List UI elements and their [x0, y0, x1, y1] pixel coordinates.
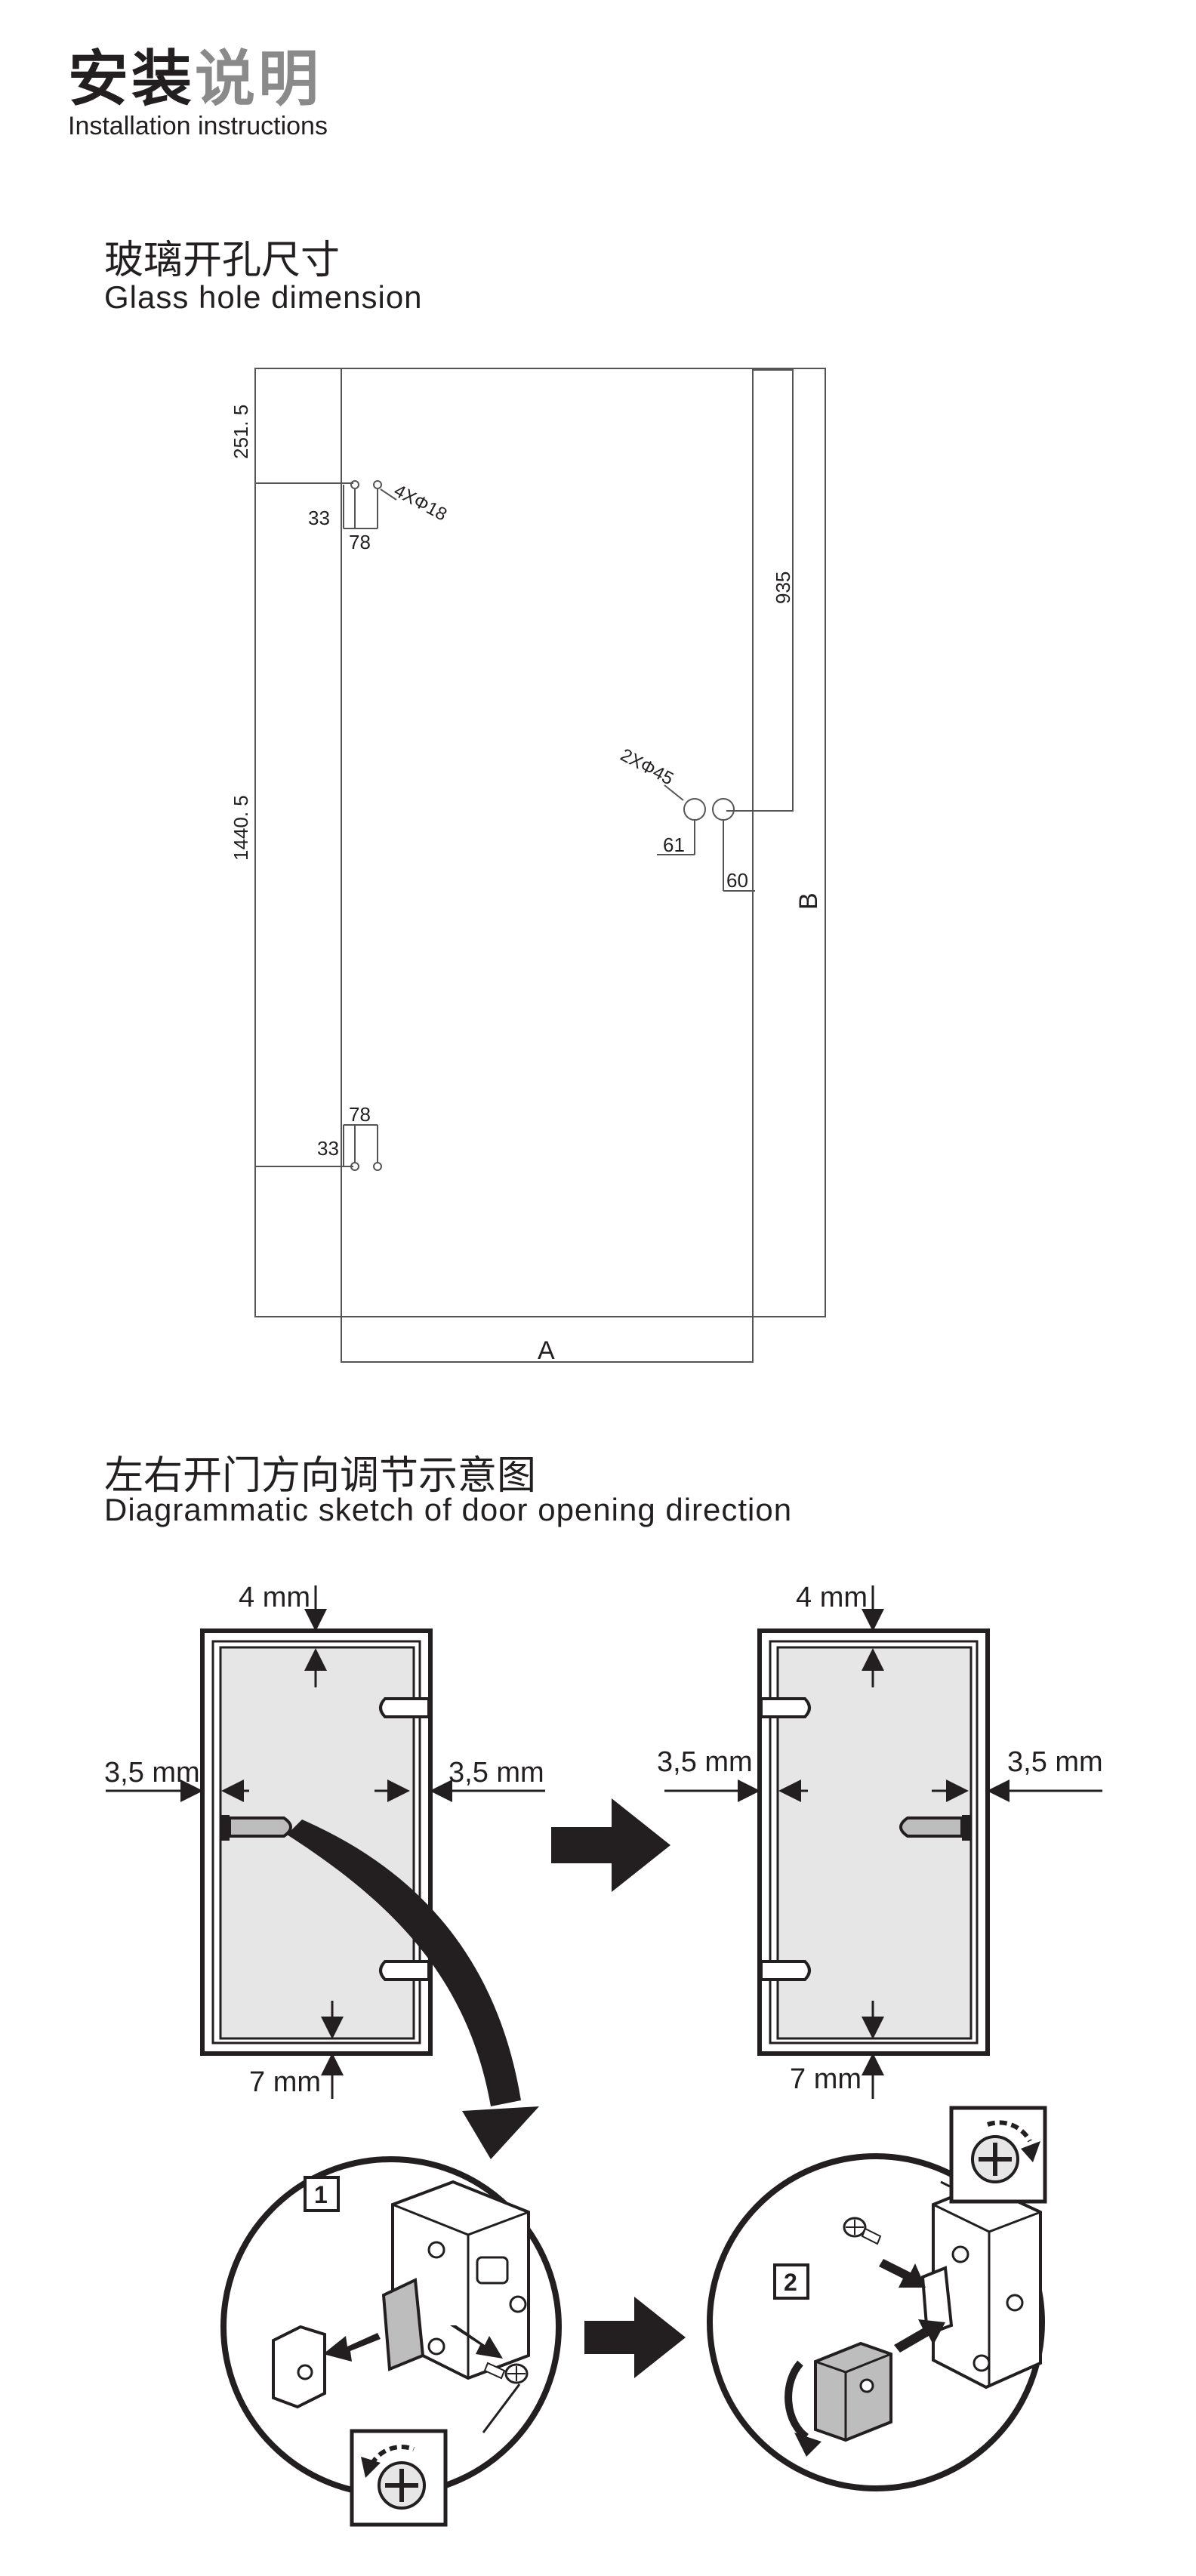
- left-door-hinge-top: [379, 1697, 430, 1718]
- page-title-grey: 说明: [195, 43, 322, 114]
- hole-large-1: [683, 798, 706, 821]
- page-subtitle: Installation instructions: [68, 112, 328, 140]
- detached-block: [272, 2325, 326, 2409]
- left-door-latch: [228, 1816, 292, 1838]
- dim-large-holes: 2XΦ45: [617, 744, 677, 789]
- section1-title-cn: 玻璃开孔尺寸: [104, 238, 341, 283]
- detail-circle-step-1: 1: [220, 2156, 562, 2527]
- section2-title-cn: 左右开门方向调节示意图: [104, 1453, 537, 1499]
- glass-inner-outline: [341, 368, 754, 1363]
- step-2-number: 2: [784, 2269, 797, 2296]
- screw-icon: [483, 2362, 529, 2384]
- section2-title-en: Diagrammatic sketch of door opening dire…: [104, 1492, 793, 1527]
- step-1-badge: [304, 2176, 340, 2212]
- dim-height-label: B: [794, 892, 823, 910]
- dim-hole-x1: 33: [308, 507, 330, 529]
- screw-icon-2: [843, 2217, 882, 2245]
- detail-circle-step-2: 2: [707, 2106, 1047, 2491]
- leader-small-holes: [380, 488, 397, 501]
- right-door-hinge-top: [760, 1697, 811, 1718]
- curved-arrow-icon: [287, 1820, 539, 2159]
- page-title: 安装说明: [68, 30, 322, 118]
- arrow-right-icon: [551, 1798, 670, 1892]
- dim-hole-x2: 78: [349, 531, 371, 553]
- rotate-arrow-icon: [784, 2360, 809, 2441]
- left-door-hinge-bottom: [379, 1960, 430, 1981]
- arrow-left-icon: [323, 2333, 381, 2362]
- arrow-up-right-icon: [894, 2319, 945, 2353]
- rotate-cw-icon: [987, 2120, 1032, 2143]
- dim-left-vertical: 1440. 5: [230, 795, 252, 861]
- right-door-hinge-bottom: [760, 1960, 811, 1981]
- left-door-left-gap: 3,5 mm: [104, 1757, 200, 1789]
- dim-bottom-x2: 78: [349, 1103, 371, 1126]
- step-2-badge: [773, 2263, 809, 2300]
- dim-right-vertical-line: [726, 369, 794, 812]
- hole-large-2: [712, 798, 735, 821]
- left-door-right-gap: 3,5 mm: [448, 1757, 544, 1789]
- right-door-left-gap: 3,5 mm: [657, 1746, 753, 1778]
- section1-title-en: Glass hole dimension: [104, 279, 423, 315]
- left-door-bottom-gap: 7 mm: [249, 2066, 321, 2098]
- hole-small-1: [350, 480, 359, 489]
- arrow-down-right-icon: [450, 2325, 503, 2359]
- dim-width-label: A: [538, 1336, 555, 1365]
- dim-small-holes: 4XΦ18: [390, 480, 450, 525]
- right-door-right-gap: 3,5 mm: [1007, 1746, 1103, 1778]
- latch-piece: [381, 2277, 425, 2371]
- arrow-right-icon-2: [584, 2297, 686, 2378]
- hole-small-2: [373, 480, 382, 489]
- dim-top-offset: 251. 5: [230, 405, 252, 459]
- left-door-top-gap: 4 mm: [239, 1582, 310, 1613]
- right-door-bottom-gap: 7 mm: [790, 2063, 862, 2095]
- leader-large-holes: [664, 784, 684, 801]
- glass-hole-labels: 251. 5 33 78 4XΦ18 935 2XΦ45 61 60 B 144…: [230, 405, 823, 1365]
- right-door-diagram: 4 mm 3,5 mm 3,5 mm 7 mm: [657, 1582, 1103, 2099]
- right-door-top-gap: 4 mm: [796, 1582, 868, 1613]
- dim-right-vertical: 935: [772, 572, 794, 604]
- glass-hole-drawing: [254, 368, 826, 1363]
- arrow-screw-in-icon: [879, 2259, 926, 2288]
- page-title-dark: 安装: [68, 43, 195, 114]
- dim-large-x1: 61: [663, 834, 685, 856]
- rotate-ccw-icon: [369, 2445, 415, 2466]
- hole-small-4: [373, 1162, 382, 1171]
- dim-large-x2: 60: [726, 869, 748, 892]
- step-1-number: 1: [314, 2181, 328, 2208]
- dim-bottom-x1: 33: [317, 1137, 339, 1160]
- right-door-latch: [899, 1816, 963, 1838]
